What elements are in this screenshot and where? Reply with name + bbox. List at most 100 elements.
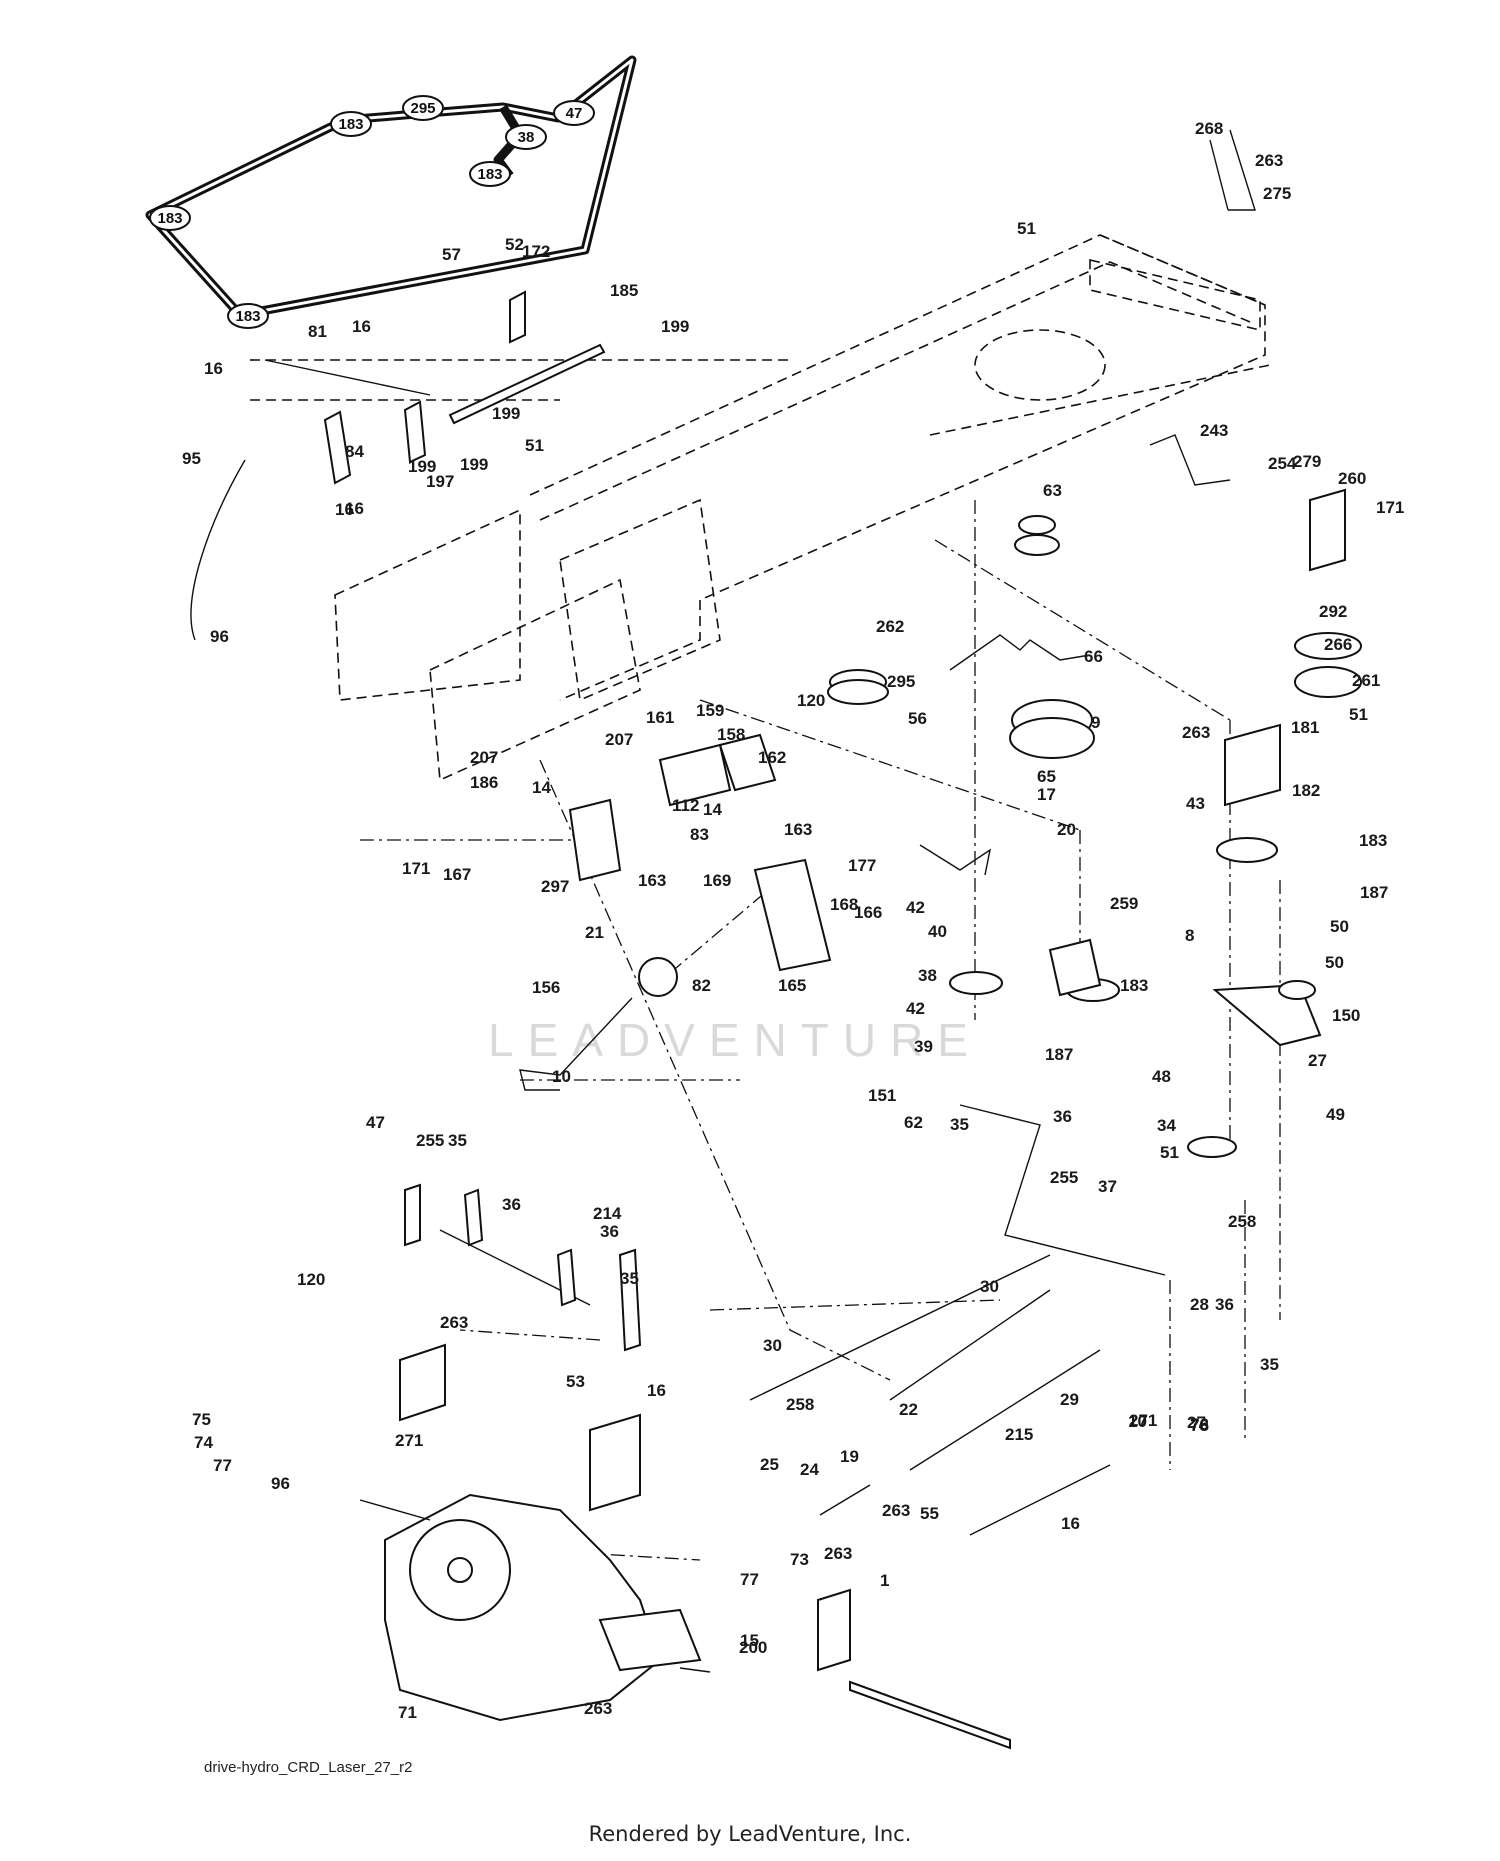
part-callout: 36 — [502, 1195, 521, 1214]
parts — [190, 129, 1362, 1750]
part-callout: 47 — [366, 1113, 385, 1132]
part-callout: 214 — [593, 1204, 622, 1223]
part-callout: 112 — [672, 796, 699, 815]
part-callout: 42 — [906, 999, 925, 1018]
part-callout: 279 — [1293, 452, 1321, 471]
part-callout: 181 — [1291, 718, 1319, 737]
part-callout: 42 — [906, 898, 925, 917]
part-callout: 177 — [848, 856, 876, 875]
part-callout: 71 — [398, 1703, 417, 1722]
part-callout: 263 — [882, 1501, 910, 1520]
part-callout: 9 — [1091, 713, 1100, 732]
part-callout: 35 — [620, 1269, 639, 1288]
part-callout: 258 — [1228, 1212, 1256, 1231]
belt-pulley: 47 — [553, 100, 595, 126]
part-callout: 27 — [1187, 1413, 1206, 1432]
part-callout: 35 — [448, 1131, 467, 1150]
part-callout: 39 — [914, 1037, 933, 1056]
part-callout: 35 — [950, 1115, 969, 1134]
part-callout: 197 — [426, 472, 454, 491]
part-callout: 22 — [899, 1400, 918, 1419]
rendered-by-footer: Rendered by LeadVenture, Inc. — [588, 1822, 912, 1846]
part-callout: 14 — [703, 800, 722, 819]
part-callout: 255 — [1050, 1168, 1078, 1187]
part-callout: 200 — [739, 1638, 767, 1657]
part-callout: 275 — [1263, 184, 1291, 203]
drawing-code-label: drive-hydro_CRD_Laser_27_r2 — [204, 1759, 413, 1776]
part-callout: 25 — [760, 1455, 779, 1474]
part-callout: 254 — [1268, 454, 1297, 473]
part-callout: 271 — [395, 1431, 423, 1450]
part-callout: 96 — [271, 1474, 290, 1493]
part-callout: 57 — [442, 245, 461, 264]
part-callout: 186 — [470, 773, 498, 792]
part-callout: 63 — [1043, 481, 1062, 500]
part-callout: 52 — [505, 235, 524, 254]
part-callout: 43 — [1186, 794, 1205, 813]
part-callout: 49 — [1326, 1105, 1345, 1124]
belt-pulley: 38 — [505, 124, 547, 150]
part-callout: 66 — [1084, 647, 1103, 666]
part-callout: 159 — [696, 701, 724, 720]
part-callout: 62 — [904, 1113, 923, 1132]
part-callout: 258 — [786, 1395, 814, 1414]
part-callout: 262 — [876, 617, 904, 636]
part-callout: 30 — [763, 1336, 782, 1355]
part-callout: 171 — [1376, 498, 1404, 517]
part-callout: 14 — [532, 778, 551, 797]
part-callout: 215 — [1005, 1425, 1033, 1444]
part-callout: 16 — [335, 500, 354, 519]
part-callout: 10 — [552, 1067, 571, 1086]
part-callout: 84 — [345, 442, 364, 461]
part-callout: 187 — [1045, 1045, 1073, 1064]
part-callout: 171 — [402, 859, 430, 878]
part-callout: 158 — [717, 725, 745, 744]
part-callout: 96 — [210, 627, 229, 646]
part-callout: 163 — [638, 871, 666, 890]
part-callout: 16 — [352, 317, 371, 336]
part-callout: 120 — [297, 1270, 325, 1289]
part-callout: 16 — [647, 1381, 666, 1400]
part-callout: 185 — [610, 281, 638, 300]
part-callout: 8 — [1185, 926, 1194, 945]
part-callout: 261 — [1352, 671, 1380, 690]
part-callout: 172 — [522, 242, 550, 261]
assembly-lines — [360, 500, 1281, 1561]
part-callout: 78 — [1190, 1416, 1209, 1435]
part-callout: 48 — [1152, 1067, 1171, 1086]
part-callout: 199 — [408, 457, 436, 476]
pulley-part-number: 183 — [235, 308, 260, 325]
pulley-part-number: 38 — [518, 129, 535, 146]
part-callout: 259 — [1110, 894, 1138, 913]
part-callout: 297 — [541, 877, 569, 896]
part-callout: 20 — [1057, 820, 1076, 839]
part-callout: 168 — [830, 895, 858, 914]
part-callout: 51 — [1160, 1143, 1179, 1162]
part-callout: 77 — [213, 1456, 232, 1475]
part-callout: 169 — [703, 871, 731, 890]
part-callout: 161 — [646, 708, 674, 727]
part-callout: 295 — [887, 672, 915, 691]
part-callout: 51 — [1349, 705, 1368, 724]
tractor-frame — [250, 234, 1271, 782]
part-callout: 150 — [1332, 1006, 1360, 1025]
part-callout: 51 — [1017, 219, 1036, 238]
part-callout: 263 — [1255, 151, 1283, 170]
part-callout: 65 — [1037, 767, 1056, 786]
part-callout: 38 — [918, 966, 937, 985]
pulley-part-number: 295 — [410, 100, 435, 117]
part-callout: 34 — [1157, 1116, 1176, 1135]
part-callout: 292 — [1319, 602, 1347, 621]
part-callout: 73 — [790, 1550, 809, 1569]
part-callout: 268 — [1195, 119, 1223, 138]
part-callout: 15 — [740, 1631, 759, 1650]
part-callout: 182 — [1292, 781, 1320, 800]
part-callout: 75 — [192, 1410, 211, 1429]
part-callout: 36 — [1053, 1107, 1072, 1126]
part-callout: 243 — [1200, 421, 1228, 440]
part-callout: 53 — [566, 1372, 585, 1391]
part-callout: 36 — [600, 1222, 619, 1241]
part-callout: 82 — [692, 976, 711, 995]
part-callout: 29 — [1060, 1390, 1079, 1409]
